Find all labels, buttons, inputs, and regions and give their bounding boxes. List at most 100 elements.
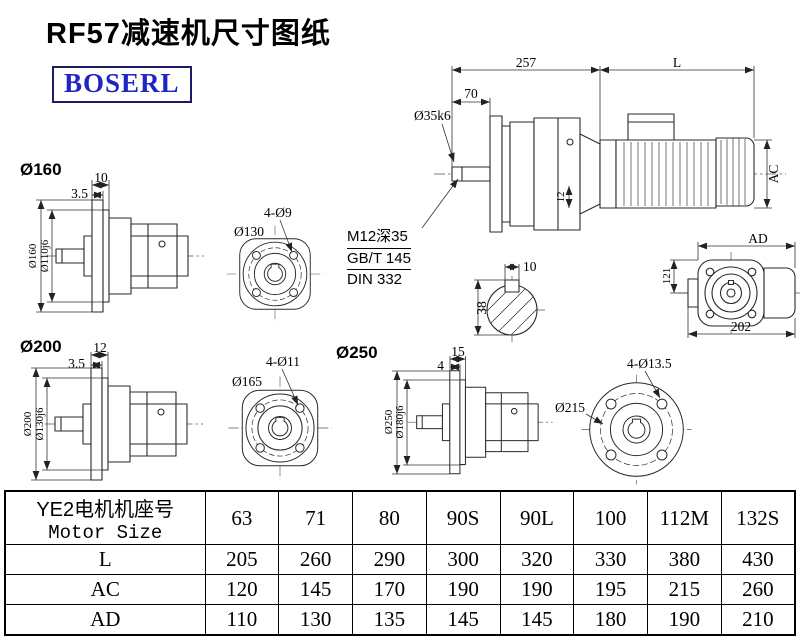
dim-L: L	[673, 55, 681, 70]
row-label-AD: AD	[4, 604, 206, 636]
shaft-hub	[687, 278, 699, 308]
dim-bolt-circle: Ø130	[234, 224, 264, 239]
page-title: RF57减速机尺寸图纸	[46, 18, 331, 50]
dim-3p5: 3.5	[68, 356, 85, 371]
cell-AD-7: 210	[720, 604, 796, 636]
dim-bolt-holes: 4-Ø11	[266, 354, 300, 369]
main-assembly-view: 257 L 70 Ø35k6 AC 12	[414, 55, 786, 233]
fan-cowl-slots	[720, 138, 746, 206]
cell-L-2: 290	[352, 544, 427, 575]
dim-bolt-circle: Ø165	[232, 374, 262, 389]
cell-AC-7: 260	[720, 574, 796, 605]
motor-size-cn: YE2电机机座号	[36, 498, 175, 521]
leader-line	[644, 370, 661, 399]
cell-AC-3: 190	[425, 574, 501, 605]
side-view-250: 15 4 Ø250 Ø180j6	[383, 344, 554, 475]
cell-AC-6: 215	[647, 574, 722, 605]
tap-leader-line	[421, 178, 459, 229]
flange-view-130: 4-Ø9 Ø130	[226, 205, 324, 323]
cell-AD-5: 180	[573, 604, 648, 636]
cell-AD-1: 130	[278, 604, 353, 636]
header-row: YE2电机机座号 Motor Size 63 71 80 90S 90L 100…	[4, 490, 796, 545]
tap-spec: M12深35	[347, 227, 411, 249]
side250-dimensions: 15 4 Ø250 Ø180j6	[383, 344, 466, 475]
dim-15: 15	[451, 344, 465, 359]
leader-line	[279, 219, 293, 253]
dim-pilot-dia: Ø110j6	[39, 239, 51, 272]
cell-AD-3: 145	[425, 604, 501, 636]
dim-pilot-dia: Ø180j6	[394, 405, 406, 439]
dim-bolt-holes: 4-Ø9	[264, 205, 292, 220]
motor-size-en: Motor Size	[48, 521, 163, 544]
dim-shaft-dia: Ø35k6	[414, 108, 451, 123]
dim-AC: AC	[766, 165, 781, 184]
dimension-table: YE2电机机座号 Motor Size 63 71 80 90S 90L 100…	[4, 490, 796, 636]
row-label-L: L	[4, 544, 206, 575]
cell-AD-0: 110	[204, 604, 280, 636]
keyway	[727, 279, 735, 286]
dim-bolt-circle: Ø215	[555, 400, 585, 415]
main-geometry	[434, 113, 786, 233]
row-L: L 205 260 290 300 320 330 380 430	[4, 544, 796, 575]
tap-std-din: DIN 332	[347, 271, 403, 288]
cell-AD-6: 190	[647, 604, 722, 636]
dim-flange-dia: Ø200	[22, 411, 34, 436]
cell-L-7: 430	[720, 544, 796, 575]
dim-257: 257	[516, 55, 537, 70]
side200-dimensions: 12 3.5 Ø200 Ø130j6	[22, 340, 109, 481]
tap-std-gb: GB/T 145	[347, 249, 411, 270]
size-col-1: 71	[278, 490, 353, 545]
cell-L-0: 205	[204, 544, 280, 575]
leader-line	[281, 368, 299, 406]
size-col-6: 112M	[647, 490, 722, 545]
ad-view: AD 121 202	[661, 231, 800, 338]
cell-AD-4: 145	[499, 604, 575, 636]
cell-AC-5: 195	[573, 574, 648, 605]
cell-AC-0: 120	[204, 574, 280, 605]
side-view-200: 12 3.5 Ø200 Ø130j6	[22, 340, 204, 481]
motor-size-header: YE2电机机座号 Motor Size	[4, 490, 206, 545]
cell-L-4: 320	[499, 544, 575, 575]
flange-view-165: 4-Ø11 Ø165	[227, 354, 333, 481]
size-col-0: 63	[204, 490, 280, 545]
dim-4: 4	[437, 358, 444, 373]
size-col-5: 100	[573, 490, 648, 545]
group-label-200: Ø200	[20, 337, 62, 356]
brand-logo-text: BOSERL	[64, 68, 180, 98]
gearbox-front-housing	[509, 121, 535, 227]
cell-L-5: 330	[573, 544, 648, 575]
dim-70: 70	[464, 86, 478, 101]
size-col-3: 90S	[425, 490, 501, 545]
motor-adapter	[579, 133, 601, 215]
size-col-2: 80	[352, 490, 427, 545]
ad-dimensions: AD 121 202	[661, 231, 796, 338]
row-AC: AC 120 145 170 190 190 195 215 260	[4, 574, 796, 605]
fan-cowl	[715, 137, 755, 207]
side160-dimensions: 10 3.5 Ø160 Ø110j6	[27, 170, 110, 313]
key	[504, 279, 520, 293]
motor-outline	[763, 267, 796, 319]
cell-L-6: 380	[647, 544, 722, 575]
size-col-4: 90L	[499, 490, 575, 545]
flange-outline	[697, 259, 765, 327]
group-label-160: Ø160	[20, 160, 62, 179]
dim-121: 121	[661, 268, 673, 285]
terminal-box	[627, 113, 675, 141]
group-label-250: Ø250	[336, 343, 378, 362]
dim-12: 12	[555, 192, 567, 203]
motor-fins	[623, 142, 709, 206]
dim-12: 12	[93, 340, 107, 355]
dim-bolt-holes: 4-Ø13.5	[627, 356, 672, 371]
cell-L-3: 300	[425, 544, 501, 575]
dim-flange-dia: Ø160	[27, 243, 39, 268]
row-AD: AD 110 130 135 145 145 180 190 210	[4, 604, 796, 636]
output-flange	[489, 115, 503, 233]
brand-logo-box: BOSERL	[52, 66, 192, 103]
gearbox-housing	[533, 117, 581, 231]
dim-202: 202	[731, 319, 751, 334]
dim-AD: AD	[748, 231, 768, 246]
dim-key-width: 10	[523, 259, 537, 274]
cell-L-1: 260	[278, 544, 353, 575]
side-view-160: 10 3.5 Ø160 Ø110j6	[27, 170, 205, 313]
